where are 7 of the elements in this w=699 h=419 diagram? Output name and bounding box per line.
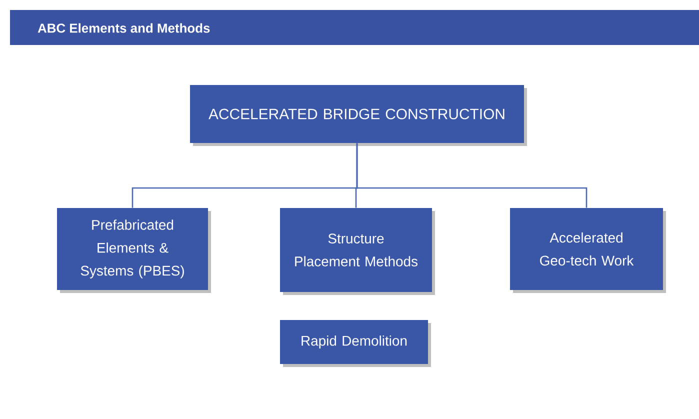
process-box: ACCELERATED BRIDGE CONSTRUCTION [190,85,527,146]
process-box: Structure Placement Methods [280,208,435,295]
connector-line [356,143,588,208]
process-box: Prefabricated Elements & Systems (PBES) [57,208,211,293]
process-box: Accelerated Geo-tech Work [510,208,666,293]
title-banner: ABC Elements and Methods [10,10,699,45]
process-box: Rapid Demolition [280,320,431,367]
